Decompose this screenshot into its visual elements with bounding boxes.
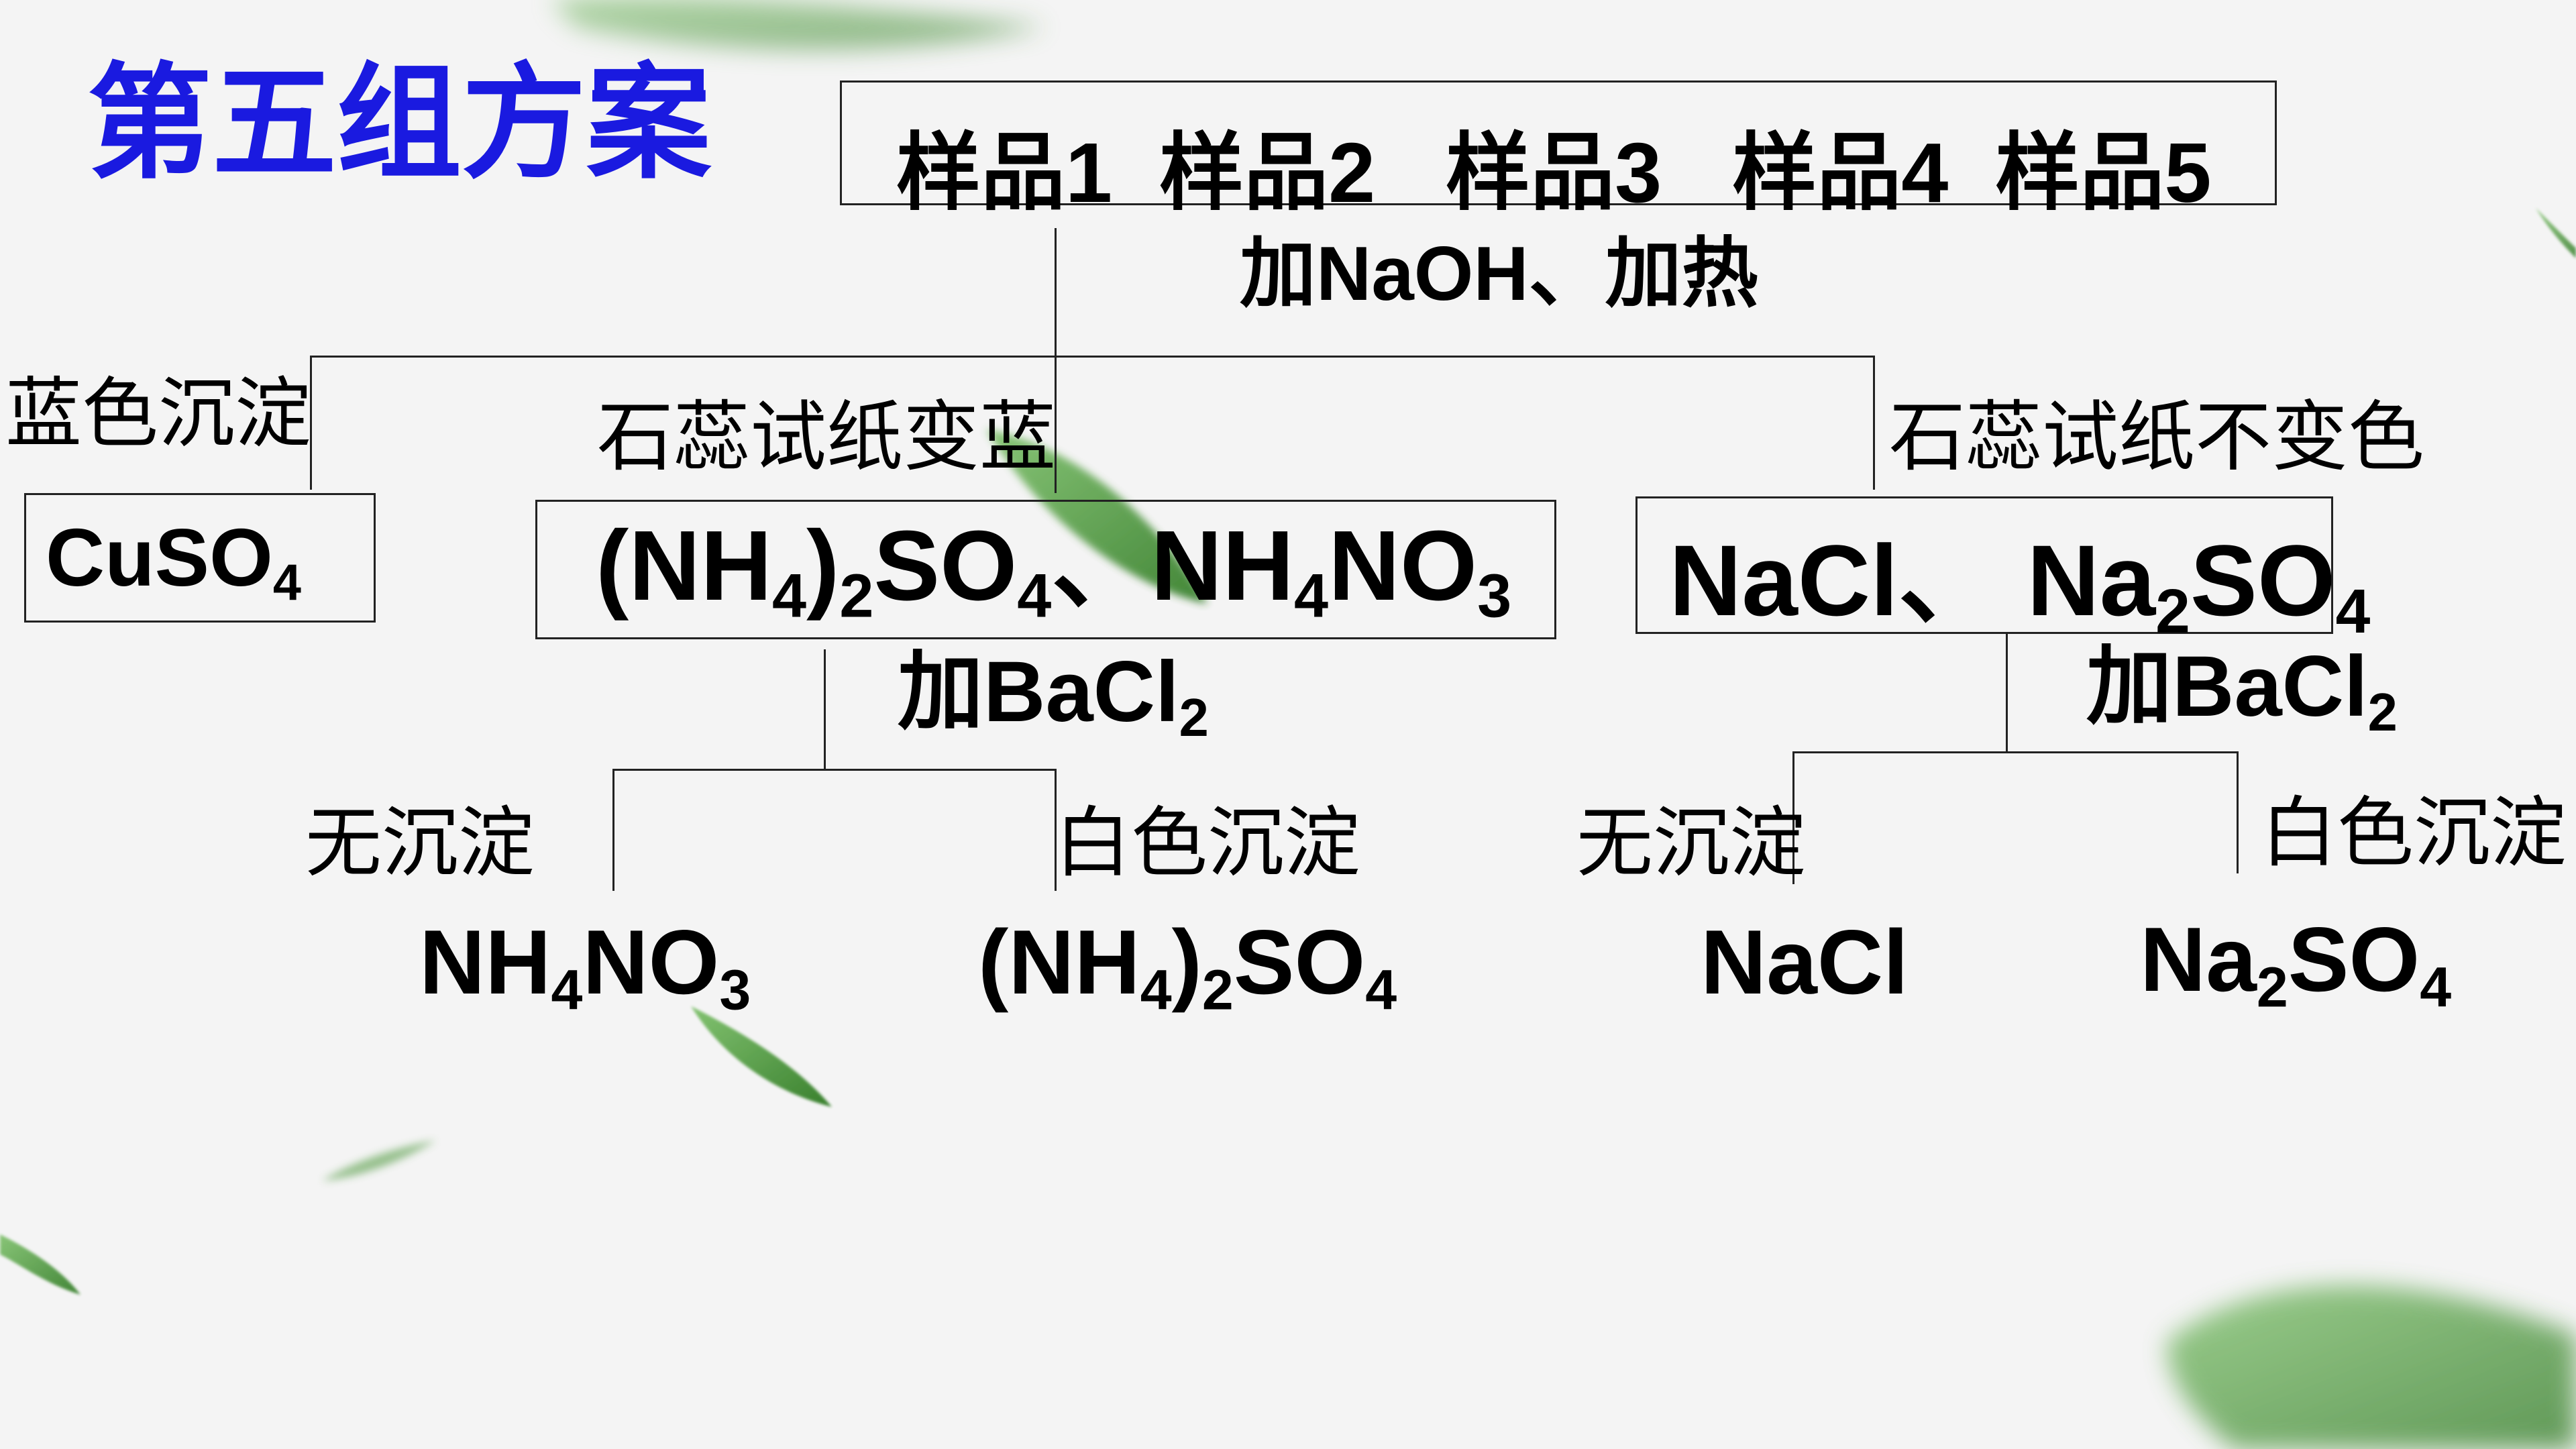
samples-label: 样品1 样品2 样品3 样品4 样品5 (896, 125, 2212, 220)
formula-subscript: 3 (719, 958, 751, 1022)
formula-segment: SO (873, 511, 1018, 621)
middle-group-box (535, 500, 1556, 639)
right-right-label: 白色沉淀 (2261, 788, 2567, 877)
formula-segment: NH (419, 911, 551, 1013)
leaf-right-edge (2536, 208, 2576, 258)
formula-segment: Na (2140, 908, 2257, 1010)
right-group-box (1635, 496, 2333, 634)
formula-segment: ) (806, 511, 840, 621)
step2-reagent-middle: 加BaCl2 (898, 649, 1209, 745)
right-right-result: Na2SO4 (2140, 914, 2451, 1016)
formula-subscript: 2 (2155, 576, 2190, 647)
formula-subscript: 2 (2367, 682, 2398, 743)
formula-segment: CuSO (46, 512, 273, 603)
page-title: 第五组方案 (87, 49, 712, 196)
middle-left-result: NH4NO3 (419, 916, 751, 1018)
step2-reagent-right: 加BaCl2 (2086, 644, 2398, 739)
formula-subscript: 3 (1477, 561, 1512, 631)
right-group-formula: NaCl、 Na2SO4 (1669, 530, 2370, 643)
leaf-top (550, 0, 1046, 50)
formula-segment: NaCl、 Na (1669, 524, 2156, 637)
formula-segment: SO (2288, 908, 2420, 1010)
formula-segment: 加BaCl (2086, 639, 2368, 735)
step1-reagent: 加NaOH、加热 (1240, 231, 1758, 317)
connector-middle-right (1055, 769, 1057, 891)
connector-branch-right (1873, 356, 1875, 490)
connector-middle-horizontal (612, 769, 1055, 771)
connector-middle-down (824, 649, 826, 770)
formula-segment: NO (1328, 511, 1478, 621)
formula-subscript: 2 (2256, 955, 2288, 1019)
formula-segment: 加BaCl (898, 644, 1179, 740)
connector-samples-down (1055, 228, 1057, 493)
branch-right-label: 石蕊试纸不变色 (1889, 392, 2425, 482)
leaf-left-small (322, 1140, 436, 1181)
formula-subscript: 4 (1294, 561, 1329, 631)
formula-subscript: 4 (551, 958, 583, 1022)
samples-box (840, 80, 2277, 205)
middle-group-formula: (NH4)2SO4、NH4NO3 (596, 517, 1511, 627)
middle-right-label: 白色沉淀 (1055, 798, 1361, 888)
leaf-lower-middle (691, 1006, 832, 1107)
leaf-left-edge (0, 1234, 80, 1295)
formula-segment: SO (1233, 911, 1366, 1013)
leaf-bottom-right (2167, 1285, 2576, 1449)
formula-subscript: 4 (772, 561, 807, 631)
formula-segment: ) (1171, 911, 1202, 1013)
formula-segment: (NH (978, 911, 1140, 1013)
formula-subscript: 4 (2335, 576, 2371, 647)
formula-subscript: 4 (1140, 958, 1172, 1022)
formula-subscript: 4 (2420, 955, 2452, 1019)
formula-segment: 、NH (1051, 511, 1295, 621)
left-result: CuSO4 (46, 517, 301, 608)
connector-middle-left (612, 769, 614, 891)
left-result-box (24, 493, 376, 623)
right-left-result: NaCl (1701, 911, 1909, 1013)
connector-branch-horizontal (310, 356, 1875, 358)
formula-subscript: 4 (1365, 958, 1397, 1022)
formula-subscript: 4 (1017, 561, 1052, 631)
formula-segment: SO (2190, 524, 2336, 637)
connector-right-horizontal (1792, 751, 2239, 753)
formula-subscript: 2 (1201, 958, 1234, 1022)
middle-right-result: (NH4)2SO4 (978, 916, 1397, 1018)
branch-middle-label: 石蕊试纸变蓝 (597, 392, 1057, 482)
connector-right-left (1792, 751, 1794, 884)
formula-subscript: 4 (272, 555, 301, 612)
branch-left-label: 蓝色沉淀 (5, 369, 312, 458)
connector-branch-left (310, 356, 312, 490)
connector-right-down (2006, 634, 2008, 752)
formula-subscript: 2 (1179, 688, 1209, 748)
leaf-middle (986, 429, 1208, 604)
formula-segment: (NH (596, 511, 773, 621)
formula-segment: NO (582, 911, 720, 1013)
middle-left-label: 无沉淀 (305, 798, 535, 888)
formula-subscript: 2 (839, 561, 874, 631)
connector-right-right (2237, 751, 2239, 873)
right-left-label: 无沉淀 (1576, 798, 1807, 888)
